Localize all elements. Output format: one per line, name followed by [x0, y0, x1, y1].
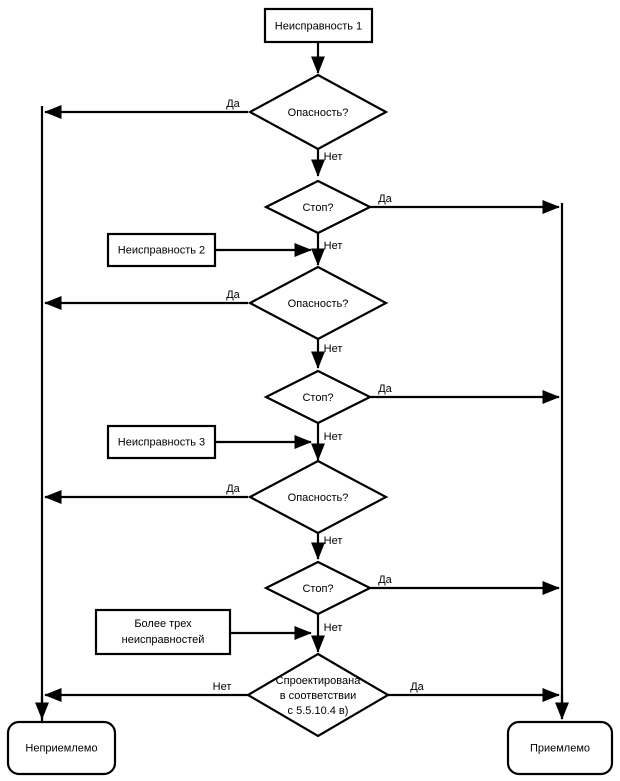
edge-label-danger1-no: Нет [324, 151, 343, 163]
node-more-than-three-faults-label-line2: неисправностей [122, 634, 205, 646]
node-more-than-three-faults-label-line1: Более трех [134, 618, 192, 630]
node-acceptable[interactable]: Приемлемо [506, 720, 614, 776]
node-stop-1[interactable]: Стоп? [263, 179, 373, 235]
node-stop-1-label: Стоп? [302, 202, 333, 214]
node-stop-3-label: Стоп? [302, 583, 333, 595]
node-danger-3-label: Опасность? [288, 492, 349, 504]
node-stop-3[interactable]: Стоп? [263, 560, 373, 616]
edge-label-stop3-no: Нет [324, 622, 343, 634]
edge-label-stop2-yes: Да [378, 383, 392, 395]
edge-label-danger3-no: Нет [324, 535, 343, 547]
edge-label-stop2-no: Нет [324, 431, 343, 443]
edge-label-stop1-no: Нет [324, 240, 343, 252]
edge-label-designed-yes: Да [410, 681, 424, 693]
node-fault-3-label: Неисправность 3 [118, 436, 205, 448]
node-danger-3[interactable]: Опасность? [247, 459, 389, 535]
node-fault-1[interactable]: Неисправность 1 [263, 7, 374, 44]
edge-label-danger2-no: Нет [324, 343, 343, 355]
edge-label-danger1-yes: Да [226, 98, 240, 110]
node-stop-2-label: Стоп? [302, 392, 333, 404]
node-designed-label-line1: Спроектирована [276, 675, 362, 687]
node-unacceptable-label: Неприемлемо [25, 742, 97, 754]
node-fault-2-label: Неисправность 2 [118, 244, 205, 256]
edge-label-stop3-yes: Да [378, 574, 392, 586]
node-danger-2-label: Опасность? [288, 298, 349, 310]
node-fault-3[interactable]: Неисправность 3 [106, 424, 217, 460]
node-more-than-three-faults[interactable]: Более трех неисправностей [94, 608, 232, 656]
node-stop-2[interactable]: Стоп? [263, 369, 373, 425]
edge-label-designed-no: Нет [213, 681, 232, 693]
edge-label-danger3-yes: Да [226, 483, 240, 495]
node-unacceptable[interactable]: Неприемлемо [6, 720, 117, 776]
node-danger-1-label: Опасность? [288, 107, 349, 119]
node-designed-label-line2: в соответствии [280, 690, 357, 702]
node-fault-2[interactable]: Неисправность 2 [106, 232, 217, 268]
node-designed-label-line3: с 5.5.10.4 в) [288, 705, 349, 717]
connectors [34, 42, 570, 722]
node-fault-1-label: Неисправность 1 [275, 20, 362, 32]
edge-label-stop1-yes: Да [378, 193, 392, 205]
node-danger-2[interactable]: Опасность? [247, 265, 389, 341]
node-danger-1[interactable]: Опасность? [247, 73, 389, 151]
node-designed-per-clause[interactable]: Спроектирована в соответствии с 5.5.10.4… [245, 652, 391, 738]
node-acceptable-label: Приемлемо [530, 742, 590, 754]
edge-label-danger2-yes: Да [226, 289, 240, 301]
